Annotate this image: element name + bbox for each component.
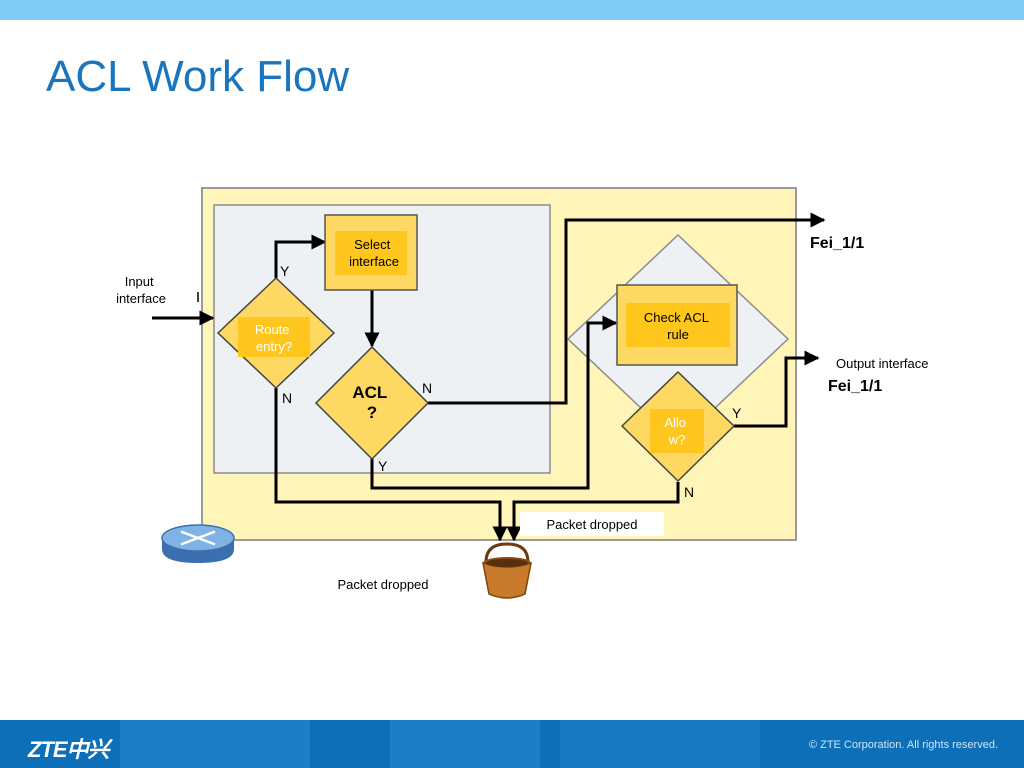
route-entry-label: Route entry? bbox=[255, 322, 293, 354]
footer-decoration bbox=[560, 720, 760, 768]
zte-logo: ZTE中兴 bbox=[28, 737, 110, 762]
input-interface-label: Input interface bbox=[116, 274, 166, 306]
packet-dropped-box bbox=[520, 512, 664, 536]
route-entry-label-bg bbox=[238, 317, 310, 357]
acl-no-label: N bbox=[422, 380, 432, 396]
allow-yes-line bbox=[734, 350, 820, 428]
allow-label-bg bbox=[650, 409, 704, 453]
select-interface-label: Select interface bbox=[349, 237, 399, 269]
route-no-label: N bbox=[282, 390, 292, 406]
copyright-text: © ZTE Corporation. All rights reserved. bbox=[808, 739, 998, 751]
fei-top-label: Fei_1/1 bbox=[810, 235, 864, 252]
route-yes-label: Y bbox=[280, 263, 290, 279]
allow-label: Allo w? bbox=[664, 415, 689, 447]
footer-decoration bbox=[120, 720, 310, 768]
footer-decoration bbox=[390, 720, 540, 768]
packet-dropped-box-label: Packet dropped bbox=[546, 517, 637, 532]
router-icon bbox=[161, 524, 235, 563]
acl-label: ACL ? bbox=[352, 383, 391, 422]
check-acl-rule-label: Check ACL rule bbox=[644, 310, 712, 342]
allow-yes-label: Y bbox=[732, 405, 742, 421]
slide-title: ACL Work Flow bbox=[46, 52, 350, 101]
fei-bottom-label: Fei_1/1 bbox=[828, 378, 882, 395]
select-interface-label-bg bbox=[335, 231, 407, 275]
flow-lines bbox=[152, 212, 826, 542]
footer-bar bbox=[0, 720, 1024, 768]
allow-no-label: N bbox=[684, 484, 694, 500]
acl-yes-label: Y bbox=[378, 458, 388, 474]
output-interface-label: Output interface bbox=[836, 356, 929, 371]
bucket-icon bbox=[482, 542, 532, 599]
top-banner bbox=[0, 0, 1024, 20]
acl-yes-line bbox=[370, 315, 618, 490]
acl-no-line bbox=[428, 212, 826, 405]
route-yes-line bbox=[274, 234, 327, 280]
route-no-line bbox=[274, 388, 508, 542]
check-acl-rule-label-bg bbox=[626, 303, 730, 347]
acl-node bbox=[314, 345, 430, 461]
allow-no-line bbox=[506, 482, 680, 542]
packet-dropped-bucket-label: Packet dropped bbox=[337, 577, 428, 592]
